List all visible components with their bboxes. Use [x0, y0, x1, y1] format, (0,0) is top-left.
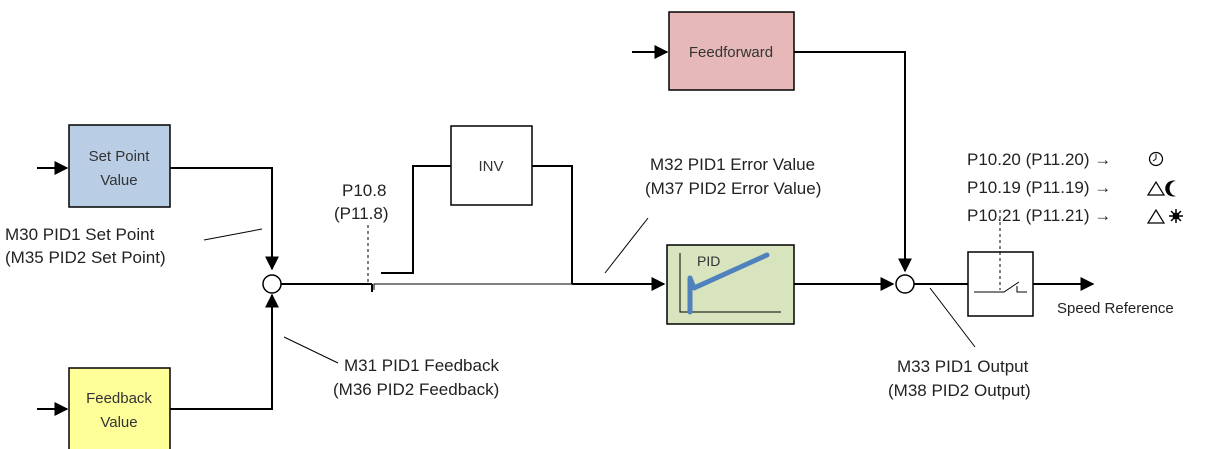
setpoint-monitor-label-1: M30 PID1 Set Point — [5, 225, 155, 244]
switch-contact — [1016, 286, 1027, 293]
triangle-moon-icon — [1146, 180, 1176, 197]
output-monitor-label-1: M33 PID1 Output — [897, 357, 1029, 376]
switch-param-label-3: P10.21 (P11.21) → — [967, 206, 1111, 225]
inv-block-label: INV — [478, 158, 503, 175]
output-monitor-leader — [929, 287, 976, 348]
switch-param-label-2: P10.19 (P11.19) → — [967, 178, 1111, 197]
feedforward-block[interactable] — [668, 11, 795, 91]
pid-chart-axes — [679, 253, 781, 313]
pid-block-label: PID — [697, 253, 720, 269]
main-line-right — [373, 283, 656, 290]
inv-block[interactable] — [450, 125, 533, 206]
feedback-block[interactable] — [68, 367, 171, 449]
summing-junction-1 — [262, 274, 282, 294]
feedforward-block-label: Feedforward — [689, 44, 773, 61]
speed-reference-label: Speed Reference — [1057, 300, 1174, 317]
feedback-monitor-label-1: M31 PID1 Feedback — [344, 356, 499, 375]
setpoint-monitor-leader — [203, 228, 263, 241]
inv-branch-out — [532, 165, 573, 284]
output-monitor-label-2: (M38 PID2 Output) — [888, 381, 1031, 400]
inv-param-label-2: (P11.8) — [334, 204, 389, 223]
inv-branch-in — [381, 165, 451, 274]
setpoint-block-label-2: Value — [100, 172, 137, 189]
timer-icon — [1148, 151, 1164, 167]
feedforward-line — [794, 51, 912, 273]
pid-response-curve — [687, 252, 770, 315]
feedback-block-label-2: Value — [100, 414, 137, 431]
error-monitor-label-1: M32 PID1 Error Value — [650, 155, 815, 174]
feedback-line — [170, 293, 279, 410]
switch-blade — [974, 281, 1020, 293]
setpoint-block-label-1: Set Point — [89, 148, 151, 165]
feedback-monitor-label-2: (M36 PID2 Feedback) — [333, 380, 499, 399]
summing-junction-2 — [895, 274, 915, 294]
switch-param-label-1: P10.20 (P11.20) → — [967, 150, 1111, 169]
setpoint-block[interactable] — [68, 124, 171, 208]
setpoint-line — [170, 167, 279, 271]
feedback-block-label-1: Feedback — [86, 390, 152, 407]
feedback-monitor-leader — [283, 336, 339, 364]
triangle-sun-icon — [1146, 208, 1183, 224]
error-monitor-leader — [604, 217, 649, 274]
setpoint-monitor-label-2: (M35 PID2 Set Point) — [5, 248, 166, 267]
error-monitor-label-2: (M37 PID2 Error Value) — [645, 179, 821, 198]
inv-param-label-1: P10.8 — [342, 181, 386, 200]
